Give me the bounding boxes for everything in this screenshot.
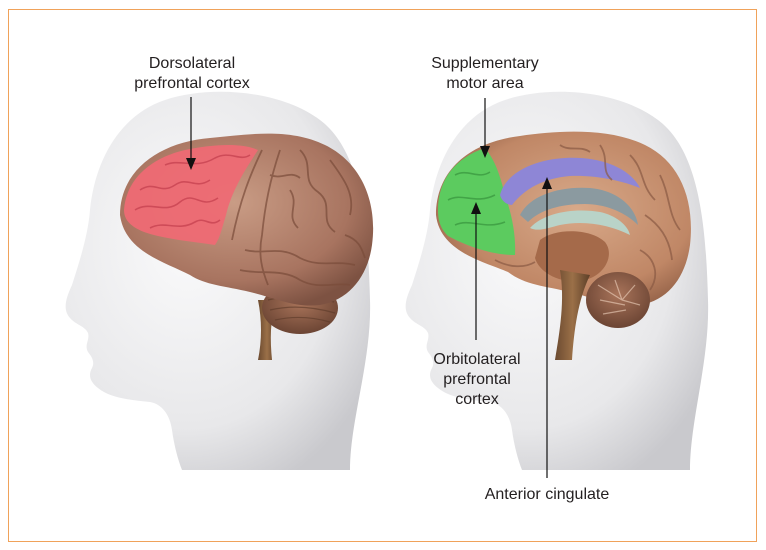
orbitolateral-label: Orbitolateral prefrontal cortex <box>412 350 542 410</box>
dorsolateral-label: Dorsolateral prefrontal cortex <box>112 54 272 94</box>
right-cerebellum <box>586 272 650 328</box>
supplementary-label-line-2: motor area <box>410 74 560 94</box>
orbitolateral-label-line-3: cortex <box>412 390 542 410</box>
dorsolateral-label-line-1: Dorsolateral <box>112 54 272 74</box>
dorsolateral-label-line-2: prefrontal cortex <box>112 74 272 94</box>
anterior-cingulate-label: Anterior cingulate <box>467 485 627 505</box>
supplementary-label: Supplementary motor area <box>410 54 560 94</box>
orbitolateral-label-line-2: prefrontal <box>412 370 542 390</box>
anterior-cingulate-label-line-1: Anterior cingulate <box>467 485 627 505</box>
orbitolateral-label-line-1: Orbitolateral <box>412 350 542 370</box>
supplementary-label-line-1: Supplementary <box>410 54 560 74</box>
